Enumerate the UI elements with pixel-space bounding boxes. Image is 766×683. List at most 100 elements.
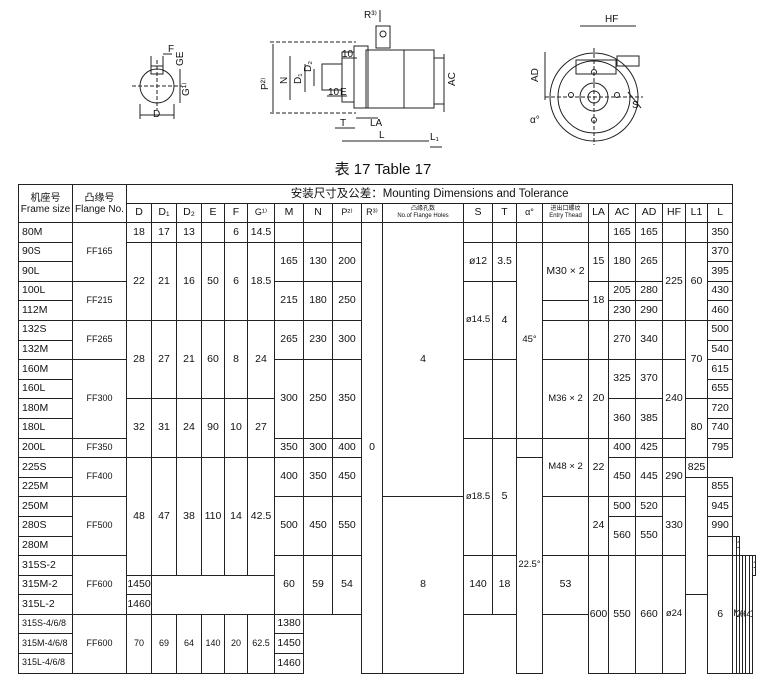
cell-L: 825 [685,457,708,478]
cell-D1: 27 [151,319,177,400]
cell-LA: 24 [588,496,609,557]
cell-P: 300 [332,319,362,361]
cell-T: 5 [492,437,517,557]
cell-D2: 21 [176,319,202,400]
table-row: 225S FF400 48 47 38 110 14 42.5 400 350 … [18,457,756,674]
label-R3: R³⁾ [364,10,377,21]
cell-alpha [516,437,543,459]
cell-AC: 560 [608,515,636,557]
header-M: M [274,203,304,223]
cell-L: 990 [706,515,734,537]
table-row: 280M 1040 [18,535,756,557]
cell-P: 550 [332,496,362,557]
cell-D: 28 [126,319,152,400]
frame-cell: 132M [18,339,73,361]
cell-S [463,222,493,243]
frame-cell: 315M-4/6/8 [18,633,73,655]
table-row: 90S 22 21 16 50 6 18.5 165 130 200 ø12 3… [18,241,756,439]
cell-M: 265 [274,319,304,361]
cell-AD: 340 [635,319,663,361]
cell-F: 10 [224,398,248,459]
cell-AD: 370 [635,359,663,400]
cell-M: 300 [274,359,304,439]
cell-AD: 520 [635,496,663,517]
frame-cell: 180L [18,417,73,439]
header-F: F [224,203,248,223]
frame-cell: 160L [18,378,73,400]
flange-cell: FF400 [72,457,127,498]
cell-F: 20 [224,613,248,674]
frame-cell: 90S [18,241,73,263]
cell-P: 350 [332,359,362,439]
cell-F: 6 [224,222,248,243]
cell-L: 615 [706,359,734,380]
label-F: F [168,44,174,55]
flange-cell: FF300 [72,359,127,439]
cell-AD: 290 [635,300,663,321]
cell-L: 1450 [126,574,152,596]
frame-cell: 225M [18,476,73,498]
motor-side-view [270,10,445,148]
cell-G: 27 [247,398,275,459]
table-row: 315L-4/6/8 1460 [18,653,756,674]
cell-thread [542,319,589,361]
table-row: 112M 230 290 460 [18,300,756,321]
cell-D2: 54 [332,555,362,615]
cell-AC: 450 [608,457,636,498]
cell-D: 22 [126,241,152,321]
frame-cell: 160M [18,359,73,380]
header-AD: AD [635,203,663,223]
cell-E: 110 [201,457,225,576]
label-10-bottom: 10 [328,87,340,98]
cell-alpha [516,222,543,243]
flange-cell: FF165 [72,222,127,282]
cell-G: 62.5 [247,613,275,674]
cell-LA: 22 [588,437,609,498]
label-alpha: α° [530,115,540,126]
cell-AD: 165 [635,222,663,243]
header-L: L [706,203,734,223]
cell-D2: 16 [176,241,202,321]
cell-alpha: 45° [516,241,543,439]
cell-D: 32 [126,398,152,459]
header-group-title: 安装尺寸及公差：Mounting Dimensions and Toleranc… [125,184,734,204]
header-D: D [126,203,152,223]
cell-thread [542,222,589,243]
cell-AD: 265 [635,241,663,282]
cell-D: 60 [274,555,304,615]
frame-cell: 315S-4/6/8 [18,613,73,635]
cell-D: 48 [126,457,152,576]
frame-cell: 200L [18,437,73,459]
cell-M: 350 [274,437,304,459]
cell-L: 740 [706,417,734,439]
cell-HF: 240 [662,359,686,439]
table-row: 80M FF165 18 17 13 6 14.5 0 4 165 165 35… [18,221,756,674]
label-LA: LA [370,118,383,129]
header-AC: AC [608,203,636,223]
cell-AC: 360 [608,398,636,439]
cell-L: 1380 [274,613,304,635]
cell-holes: 4 [382,221,464,498]
cell-LA: 20 [588,359,609,439]
cell-P: 450 [332,457,362,498]
header-alpha: α° [516,203,543,223]
cell-F: 8 [224,319,248,400]
cell-P: 660 [635,555,663,674]
cell-thread [542,300,589,321]
table-row: 200L FF350 350 300 400 ø18.5 5 M48 × 2 2… [18,437,756,557]
label-GE: GE [175,51,186,66]
header-D1: D₁ [151,203,177,223]
cell-thread: M36 × 2 [542,359,589,439]
cell-M: 600 [588,555,609,674]
cell-L: 370 [706,241,734,263]
frame-cell: 100L [18,280,73,302]
cell-L: 855 [706,476,734,498]
table-row: 160L 655 [18,378,756,400]
cell-D2: 24 [176,398,202,459]
cell-L: 350 [706,222,734,243]
cell-M: 400 [274,457,304,498]
frame-cell: 315M-2 [18,574,73,596]
cell-N: 450 [303,496,333,557]
